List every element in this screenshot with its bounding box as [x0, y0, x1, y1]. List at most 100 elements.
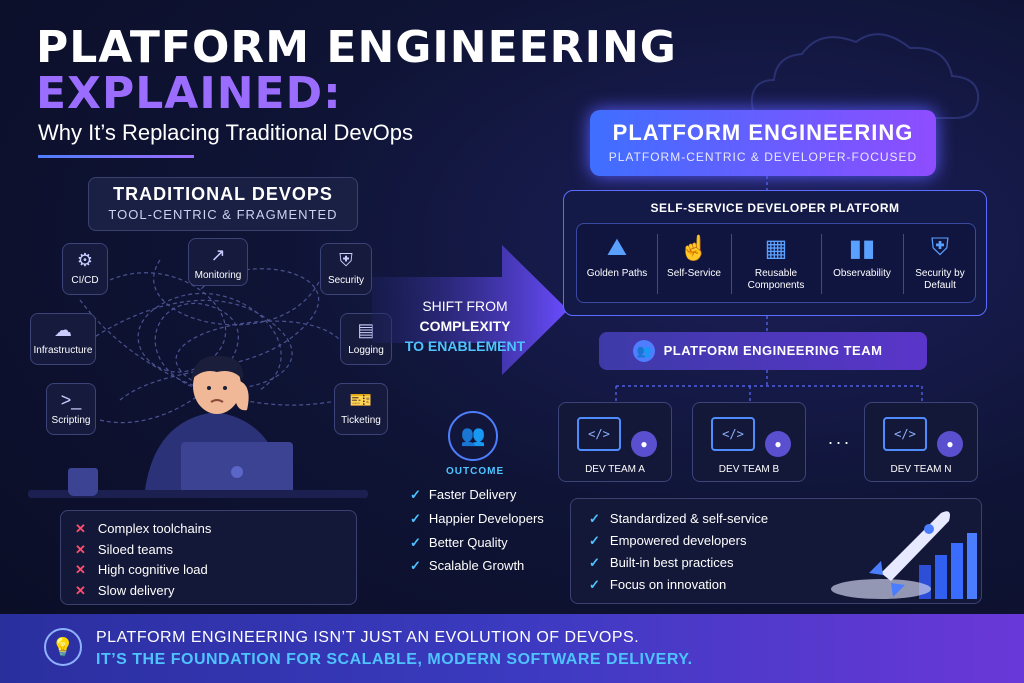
stressed-developer-illustration [145, 355, 293, 495]
code-window-icon: </> [577, 417, 621, 451]
check-icon: ✓ [410, 487, 421, 502]
avatar: ● [765, 431, 791, 457]
tool-scripting: >_ Scripting [46, 383, 96, 435]
avatar: ● [631, 431, 657, 457]
check-icon: ✓ [589, 577, 600, 592]
check-icon: ✓ [410, 511, 421, 526]
check-icon: ✓ [589, 555, 600, 570]
page-subtitle: Why It’s Replacing Traditional DevOps [38, 120, 413, 145]
feature-golden-paths: ⛰ Golden Paths [577, 224, 657, 304]
traditional-devops-header: TRADITIONAL DEVOPS TOOL-CENTRIC & FRAGME… [88, 177, 358, 231]
list-item: ✓Scalable Growth [410, 558, 525, 573]
dev-team-label: DEV TEAM N [890, 464, 952, 475]
tool-label: Ticketing [341, 415, 381, 426]
dev-team-card: </> ● DEV TEAM A [558, 402, 672, 482]
tool-infrastructure: ☁ Infrastructure [30, 313, 96, 365]
shift-line3: TO ENABLEMENT [404, 338, 526, 354]
list-item: ✓Happier Developers [410, 511, 544, 526]
ticket-icon: 🎫 [349, 390, 373, 410]
tool-label: Scripting [51, 415, 91, 426]
cross-icon: ✕ [75, 583, 86, 598]
outcome-label: OUTCOME [446, 466, 505, 477]
feature-label: Security by Default [915, 268, 965, 291]
terminal-icon: >_ [60, 390, 82, 410]
dev-team-label: DEV TEAM B [718, 464, 780, 475]
list-item: ✓Better Quality [410, 535, 508, 550]
list-item: ✕High cognitive load [75, 562, 208, 577]
bar-chart-icon: ▮▮ [848, 235, 876, 262]
divider [821, 234, 822, 294]
title-underline [38, 155, 194, 158]
tool-label: Monitoring [194, 270, 242, 281]
traditional-devops-title: TRADITIONAL DEVOPS [113, 184, 333, 204]
page-title-line1: PLATFORM ENGINEERING [36, 22, 677, 73]
team-icon: 👥 [633, 340, 655, 362]
cubes-icon: ▦ [764, 235, 788, 262]
platform-engineering-team: 👥 PLATFORM ENGINEERING TEAM [599, 332, 927, 370]
check-icon: ✓ [589, 511, 600, 526]
feature-self-service: ☝ Self-Service [657, 224, 731, 304]
ssp-title: SELF-SERVICE DEVELOPER PLATFORM [650, 201, 900, 215]
cloud-outline-icon [750, 33, 980, 119]
list-item: ✓Built-in best practices [589, 555, 734, 570]
page-title-line2: EXPLAINED: [36, 68, 342, 119]
more-teams-ellipsis: ... [828, 428, 853, 448]
document-icon: ▤ [357, 320, 375, 340]
feature-security-by-default: ⛨ Security by Default [903, 224, 977, 304]
dev-team-card: </> ● DEV TEAM B [692, 402, 806, 482]
list-item: ✓Empowered developers [589, 533, 747, 548]
tool-label: Security [327, 275, 365, 286]
footer-line1: PLATFORM ENGINEERING ISN’T JUST AN EVOLU… [96, 629, 640, 646]
team-icon: 👥 [448, 411, 498, 461]
dev-team-label: DEV TEAM A [585, 464, 645, 475]
platform-engineering-header: PLATFORM ENGINEERING PLATFORM-CENTRIC & … [590, 110, 936, 176]
code-window-icon: </> [711, 417, 755, 451]
feature-observability: ▮▮ Observability [821, 224, 903, 304]
road-icon: ⛰ [606, 234, 628, 261]
team-label: PLATFORM ENGINEERING TEAM [663, 343, 883, 358]
shield-check-icon: ⛨ [931, 234, 949, 261]
feature-label: Reusable Components [747, 268, 805, 291]
feature-reusable-components: ▦ Reusable Components [731, 224, 821, 304]
desk [28, 490, 368, 498]
gear-icon: ⚙ [76, 250, 94, 270]
benefits-list: ✓Standardized & self-service ✓Empowered … [570, 498, 982, 604]
connector-lines [615, 176, 923, 402]
divider [731, 234, 732, 294]
list-item: ✕Complex toolchains [75, 521, 212, 536]
tool-ticketing: 🎫 Ticketing [334, 383, 388, 435]
platform-engineering-title: PLATFORM ENGINEERING [612, 120, 914, 145]
footer-banner [0, 614, 1024, 683]
check-icon: ✓ [589, 533, 600, 548]
feature-label: Observability [833, 268, 891, 279]
check-icon: ✓ [410, 535, 421, 550]
list-item: ✕Siloed teams [75, 542, 174, 557]
tool-ci-cd: ⚙ CI/CD [62, 243, 108, 295]
platform-engineering-subtitle: PLATFORM-CENTRIC & DEVELOPER-FOCUSED [608, 150, 918, 164]
cross-icon: ✕ [75, 562, 86, 577]
list-item: ✕Slow delivery [75, 583, 175, 598]
pointer-hand-icon: ☝ [679, 235, 709, 262]
traditional-devops-subtitle: TOOL-CENTRIC & FRAGMENTED [108, 207, 338, 222]
divider [657, 234, 658, 294]
list-item: ✓Faster Delivery [410, 487, 517, 502]
dev-team-card: </> ● DEV TEAM N [864, 402, 978, 482]
cross-icon: ✕ [75, 542, 86, 557]
self-service-platform: SELF-SERVICE DEVELOPER PLATFORM ⛰ Golden… [563, 190, 987, 316]
feature-label: Self-Service [667, 268, 721, 279]
code-window-icon: </> [883, 417, 927, 451]
tool-label: CI/CD [71, 275, 99, 286]
tool-security: ⛨ Security [320, 243, 372, 295]
cross-icon: ✕ [75, 521, 86, 536]
list-item: ✓Standardized & self-service [589, 511, 769, 526]
divider [903, 234, 904, 294]
chart-line-icon: ↗ [210, 245, 226, 265]
list-item: ✓Focus on innovation [589, 577, 727, 592]
coffee-mug-icon [68, 468, 98, 496]
tool-label: Logging [348, 345, 384, 356]
tool-label: Infrastructure [33, 345, 93, 356]
avatar: ● [937, 431, 963, 457]
feature-label: Golden Paths [586, 268, 648, 279]
footer-line2: IT’S THE FOUNDATION FOR SCALABLE, MODERN… [96, 651, 693, 668]
shift-arrow-icon [372, 245, 568, 375]
